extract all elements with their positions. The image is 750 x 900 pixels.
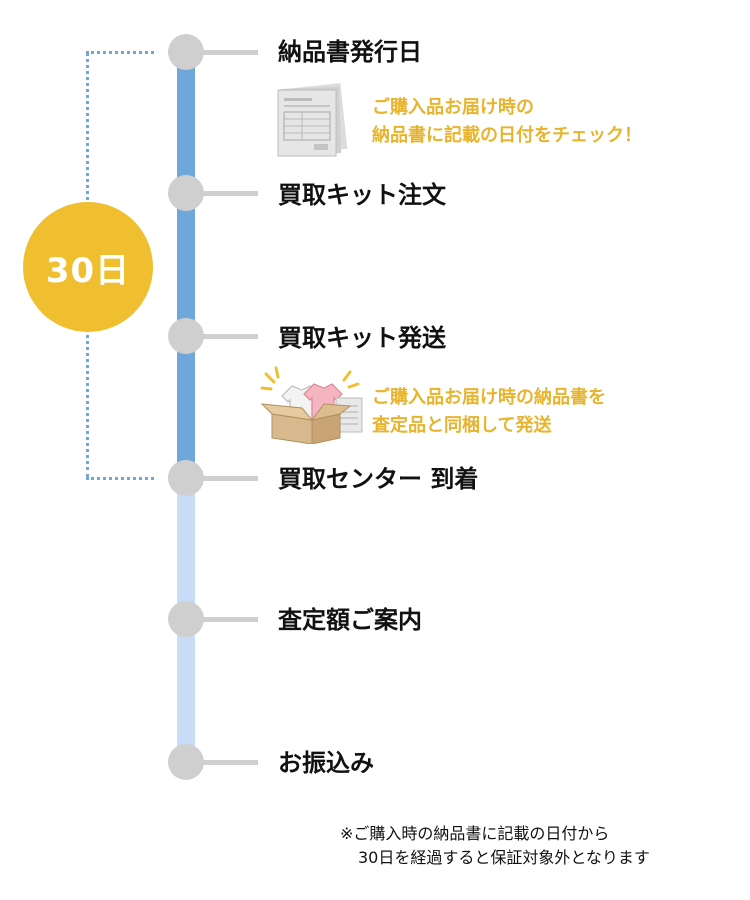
step-node <box>168 601 204 637</box>
shipping-note-line1: ご購入品お届け時の納品書を <box>372 387 606 408</box>
document-stack-icon <box>277 83 348 157</box>
step-node <box>168 318 204 354</box>
shipping-note-line2: 査定品と同梱して発送 <box>372 415 552 436</box>
step-label: 納品書発行日 <box>278 38 422 66</box>
invoice-note-line2: 納品書に記載の日付をチェック！ <box>372 125 642 146</box>
step-label: 買取キット注文 <box>278 181 446 209</box>
step-node <box>168 34 204 70</box>
timeline-active-bar <box>177 52 195 478</box>
invoice-note-line1: ご購入品お届け時の <box>372 97 534 118</box>
step-label: お振込み <box>278 749 374 777</box>
step-label: 買取センター 到着 <box>278 465 479 493</box>
step-node <box>168 744 204 780</box>
step-connector <box>200 760 258 765</box>
step-connector <box>200 191 258 196</box>
bracket-top-dots <box>86 51 154 54</box>
footnote-line1: ※ご購入時の納品書に記載の日付から <box>340 824 610 843</box>
step-connector <box>200 476 258 481</box>
step-label: 査定額ご案内 <box>278 606 422 634</box>
step-node <box>168 460 204 496</box>
step-label: 買取キット発送 <box>278 324 446 352</box>
footnote: ※ご購入時の納品書に記載の日付から 30日を経過すると保証対象外となります <box>340 822 650 870</box>
step-node <box>168 175 204 211</box>
shipping-note: ご購入品お届け時の納品書を 査定品と同梱して発送 <box>372 384 606 440</box>
step-connector <box>200 617 258 622</box>
footnote-line2: 30日を経過すると保証対象外となります <box>358 848 650 867</box>
step-connector <box>200 50 258 55</box>
invoice-note: ご購入品お届け時の 納品書に記載の日付をチェック！ <box>372 94 642 150</box>
step-connector <box>200 334 258 339</box>
days-badge: 30日 <box>23 202 153 332</box>
clothes-box-icon <box>260 366 363 444</box>
bracket-bottom-dots <box>86 477 154 480</box>
